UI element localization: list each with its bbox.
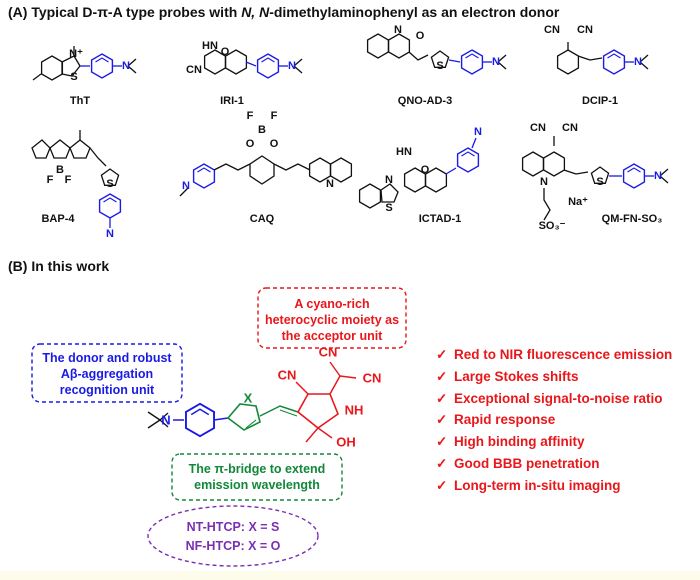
- atom-o-iri1: O: [221, 46, 230, 58]
- atom-n-dcip: N: [634, 56, 642, 68]
- compound-nf-htcp: NF-HTCP: X = O: [185, 539, 281, 553]
- section-a-heading: (A) Typical D-π-A type probes with N, N-…: [8, 4, 560, 20]
- benefit-item: ✓Rapid response: [436, 409, 672, 431]
- probe-label-qm: QM-FN-SO₃: [602, 213, 663, 225]
- atom-n-qm-ring: N: [540, 176, 548, 188]
- bridge-note: The π-bridge to extend emission waveleng…: [188, 462, 326, 492]
- probe-label-bap: BAP-4: [41, 213, 75, 225]
- check-mark-icon: ✓: [436, 412, 448, 428]
- atom-f-bap-a: F: [47, 174, 54, 186]
- bridge-note-box: [171, 453, 343, 501]
- atom-n-ictad-ring: N: [385, 174, 393, 186]
- atom-oh-acceptor: OH: [336, 435, 356, 450]
- atom-n-bap: N: [106, 228, 114, 240]
- atom-n-ictad: N: [474, 126, 482, 138]
- atom-f-caq-b: F: [271, 110, 278, 122]
- benefit-item: ✓Large Stokes shifts: [436, 366, 672, 388]
- structure-ictad1: N HN O N S ICTAD-1: [358, 126, 482, 225]
- probe-label-tht: ThT: [70, 95, 90, 107]
- atom-n-caq-quin: N: [326, 178, 334, 190]
- atom-s-ictad: S: [385, 202, 392, 214]
- atom-o-caq-b: O: [270, 138, 279, 150]
- structure-nt-htcp: N X CN CN CN NH OH: [147, 345, 382, 450]
- atom-b-bap: B: [56, 164, 64, 176]
- benefit-item: ✓High binding affinity: [436, 431, 672, 453]
- probe-label-ictad: ICTAD-1: [419, 213, 462, 225]
- donor-note: The donor and robust Aβ-aggregation reco…: [42, 351, 172, 397]
- probe-label-iri1: IRI-1: [220, 95, 244, 107]
- atom-s-tht: S: [70, 71, 77, 83]
- atom-o-qno: O: [416, 30, 425, 42]
- structure-qno-ad3: N N O S QNO-AD-3: [366, 24, 507, 107]
- atom-cn-acceptor-a: CN: [278, 368, 297, 383]
- benefit-item: ✓Exceptional signal-to-noise ratio: [436, 388, 672, 410]
- atom-s-qm: S: [596, 176, 603, 188]
- atom-cn-dcip-b: CN: [577, 24, 593, 36]
- atom-n-iri1: N: [288, 60, 296, 72]
- atom-cn-dcip-a: CN: [544, 24, 560, 36]
- benefit-item: ✓Long-term in-situ imaging: [436, 475, 672, 497]
- atom-s-qno: S: [436, 60, 443, 72]
- compounds-ellipse: [147, 505, 319, 567]
- atom-n-qm: N: [654, 170, 662, 182]
- atom-n-caq: N: [182, 180, 190, 192]
- atom-s-bap: S: [106, 178, 113, 190]
- atom-cn-acceptor-c: CN: [363, 371, 382, 386]
- structure-qm-fn-so3: CN CN N N S Na⁺ SO₃⁻ QM-FN-SO₃: [521, 122, 669, 232]
- structure-caq: N B F F O O N CAQ: [179, 110, 353, 225]
- check-mark-icon: ✓: [436, 390, 448, 406]
- atom-hn-iri1: HN: [202, 40, 218, 52]
- check-mark-icon: ✓: [436, 368, 448, 384]
- atom-x-bridge: X: [244, 391, 253, 406]
- atom-nh-acceptor: NH: [345, 403, 364, 418]
- atom-so3-qm: SO₃⁻: [539, 220, 566, 232]
- probe-label-caq: CAQ: [250, 213, 275, 225]
- benefit-item: ✓Good BBB penetration: [436, 453, 672, 475]
- compound-names: NT-HTCP: X = S NF-HTCP: X = O: [150, 518, 316, 556]
- probe-label-dcip: DCIP-1: [582, 95, 618, 107]
- atom-cn-qm-a: CN: [530, 122, 546, 134]
- atom-n-qno: N: [492, 56, 500, 68]
- atom-f-caq-a: F: [247, 110, 254, 122]
- atom-b-caq: B: [258, 124, 266, 136]
- benefits-list: ✓Red to NIR fluorescence emission ✓Large…: [436, 344, 672, 497]
- probe-label-qno: QNO-AD-3: [398, 95, 452, 107]
- atom-o-ictad: O: [421, 164, 430, 176]
- structure-bap4: N B F F S BAP-4: [31, 130, 122, 240]
- bottom-band: [0, 571, 700, 580]
- atom-o-caq-a: O: [246, 138, 255, 150]
- atom-cn-iri1: CN: [186, 64, 202, 76]
- atom-na-qm: Na⁺: [568, 196, 588, 208]
- section-b-heading: (B) In this work: [8, 258, 110, 274]
- structure-tht: N N⁺ S ThT: [32, 46, 137, 107]
- check-mark-icon: ✓: [436, 477, 448, 493]
- atom-cn-acceptor-b: CN: [319, 345, 338, 360]
- check-mark-icon: ✓: [436, 434, 448, 450]
- atom-n-donor: N: [161, 413, 170, 428]
- benefit-item: ✓Red to NIR fluorescence emission: [436, 344, 672, 366]
- atom-nplus-tht: N⁺: [69, 48, 83, 60]
- check-mark-icon: ✓: [436, 347, 448, 362]
- atom-f-bap-b: F: [65, 174, 72, 186]
- acceptor-note: A cyano-rich heterocyclic moiety as the …: [264, 297, 400, 343]
- structure-dcip1: N CN CN DCIP-1: [544, 24, 649, 107]
- structure-iri1: N HN O CN IRI-1: [186, 40, 303, 107]
- donor-note-box: [31, 343, 183, 403]
- atom-cn-qm-b: CN: [562, 122, 578, 134]
- atom-hn-ictad: HN: [396, 146, 412, 158]
- atom-n-qno-top: N: [394, 24, 402, 36]
- acceptor-note-box: [257, 287, 407, 349]
- check-mark-icon: ✓: [436, 455, 448, 471]
- compound-nt-htcp: NT-HTCP: X = S: [186, 520, 280, 534]
- atom-n-tht: N: [122, 60, 130, 72]
